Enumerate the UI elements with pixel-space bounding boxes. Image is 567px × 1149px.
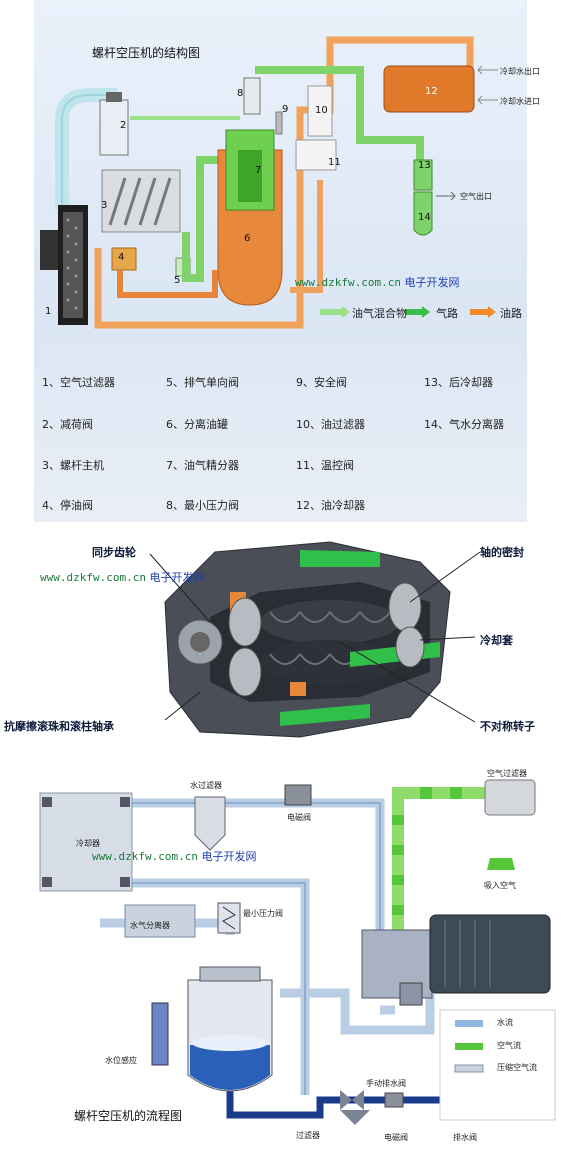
watermark: www.dzkfw.com.cn 电子开发网 bbox=[40, 571, 205, 584]
structure-title: 螺杆空压机的结构图 bbox=[92, 46, 201, 60]
min-valve-label: 最小压力阀 bbox=[243, 909, 283, 918]
separator bbox=[124, 904, 196, 938]
cooling-water-in-label: 冷却水进口 bbox=[500, 97, 540, 106]
part-item: 11、温控阀 bbox=[296, 459, 354, 472]
level-sensor bbox=[151, 1002, 169, 1066]
structure-drawing bbox=[40, 36, 498, 329]
after-cooler bbox=[413, 159, 433, 191]
legend-swatch-compressed bbox=[454, 1064, 484, 1073]
cooling-water-out-label: 冷却水出口 bbox=[500, 67, 540, 76]
cooling-jacket bbox=[300, 550, 380, 567]
level-sensor-label: 水位感应 bbox=[105, 1056, 137, 1065]
stop-oil-valve bbox=[111, 247, 137, 271]
part-item: 8、最小压力阀 bbox=[166, 499, 239, 512]
sync-gear-label: 同步齿轮 bbox=[92, 546, 136, 559]
legend-compressed: 压缩空气流 bbox=[497, 1063, 537, 1072]
cooling-jacket-label: 冷却套 bbox=[480, 634, 513, 647]
part-item: 6、分离油罐 bbox=[166, 418, 228, 431]
part-number: 14 bbox=[418, 212, 431, 223]
bearing bbox=[228, 582, 425, 697]
intake-icon bbox=[487, 858, 515, 870]
watermark: www.dzkfw.com.cn 电子开发网 bbox=[295, 276, 460, 289]
oil-cooler bbox=[383, 65, 475, 113]
solenoid-valve-bottom bbox=[384, 1092, 404, 1108]
part-item: 12、油冷却器 bbox=[296, 499, 365, 512]
separator-label: 水气分离器 bbox=[130, 921, 170, 930]
filter-label: 过滤器 bbox=[296, 1131, 320, 1140]
part-number: 9 bbox=[282, 104, 289, 115]
water-filter bbox=[194, 796, 226, 851]
part-number: 7 bbox=[255, 165, 262, 176]
oil-filter bbox=[307, 85, 333, 137]
part-item: 14、气水分离器 bbox=[424, 418, 504, 431]
part-item: 13、后冷却器 bbox=[424, 376, 493, 389]
cooling-water-out-arrow bbox=[477, 65, 498, 75]
part-number: 2 bbox=[120, 120, 127, 131]
legend-swatch-water bbox=[455, 1020, 483, 1027]
part-number: 6 bbox=[244, 233, 251, 244]
air-filter-label: 空气过滤器 bbox=[487, 769, 527, 778]
part-item: 7、油气精分器 bbox=[166, 459, 239, 472]
part-item: 4、停油阀 bbox=[42, 499, 93, 512]
filter-valve bbox=[340, 1110, 370, 1125]
cooler-label: 冷却器 bbox=[76, 839, 100, 848]
intake-label: 吸入空气 bbox=[484, 881, 516, 890]
drain-label: 排水阀 bbox=[453, 1133, 477, 1142]
part-number: 13 bbox=[418, 160, 431, 171]
cutaway-drawing bbox=[149, 541, 481, 738]
water-separator bbox=[413, 191, 433, 236]
part-item: 10、油过滤器 bbox=[296, 418, 365, 431]
manual-drain-label: 手动排水阀 bbox=[366, 1079, 406, 1088]
thermo-valve bbox=[295, 139, 337, 171]
solenoid-valve-top bbox=[284, 784, 312, 806]
part-item: 1、空气过滤器 bbox=[42, 376, 115, 389]
legend-oil: 油路 bbox=[500, 307, 522, 320]
part-item: 9、安全阀 bbox=[296, 376, 347, 389]
part-number: 5 bbox=[174, 275, 181, 286]
legend-water: 水流 bbox=[497, 1018, 513, 1027]
part-number: 8 bbox=[237, 88, 244, 99]
flow-drawing bbox=[39, 779, 556, 1125]
solenoid-top-label: 电磁阀 bbox=[287, 813, 311, 822]
part-item: 2、减荷阀 bbox=[42, 418, 93, 431]
legend-air: 空气流 bbox=[497, 1041, 521, 1050]
safety-valve bbox=[275, 111, 283, 135]
air-pipe bbox=[392, 787, 485, 935]
part-number: 4 bbox=[118, 252, 125, 263]
part-number: 3 bbox=[101, 200, 108, 211]
legend-air: 气路 bbox=[436, 307, 458, 320]
air-out-arrow bbox=[436, 191, 456, 201]
solenoid-bottom-label: 电磁阀 bbox=[384, 1133, 408, 1142]
air-outlet-label: 空气出口 bbox=[460, 192, 492, 201]
part-number: 12 bbox=[425, 86, 438, 97]
part-number: 1 bbox=[45, 306, 52, 317]
flow-title: 螺杆空压机的流程图 bbox=[74, 1109, 183, 1123]
air-pipe bbox=[182, 156, 220, 282]
air-filter bbox=[484, 779, 536, 816]
part-number: 10 bbox=[315, 105, 328, 116]
asymmetric-rotor bbox=[260, 600, 400, 684]
rotor-label: 不对称转子 bbox=[480, 720, 535, 733]
legend-mix: 油气混合物 bbox=[352, 307, 407, 320]
cooling-water-in-arrow bbox=[477, 95, 498, 105]
part-item: 5、排气单向阀 bbox=[166, 376, 239, 389]
drain-pipe bbox=[226, 1085, 480, 1119]
legend-swatch-air bbox=[455, 1043, 483, 1050]
sync-gear bbox=[177, 619, 223, 665]
bearings-label: 抗摩擦滚珠和滚柱轴承 bbox=[4, 720, 114, 733]
part-number: 11 bbox=[328, 157, 341, 168]
min-pressure-valve bbox=[243, 77, 261, 115]
part-item: 3、螺杆主机 bbox=[42, 459, 104, 472]
callout-line bbox=[149, 553, 211, 623]
shaft-seal-label: 轴的密封 bbox=[480, 546, 524, 559]
air-filter-body bbox=[40, 230, 62, 270]
water-filter-label: 水过滤器 bbox=[190, 781, 222, 790]
watermark: www.dzkfw.com.cn 电子开发网 bbox=[92, 850, 257, 863]
manual-drain-valve bbox=[340, 1090, 364, 1110]
cooler bbox=[39, 792, 133, 892]
